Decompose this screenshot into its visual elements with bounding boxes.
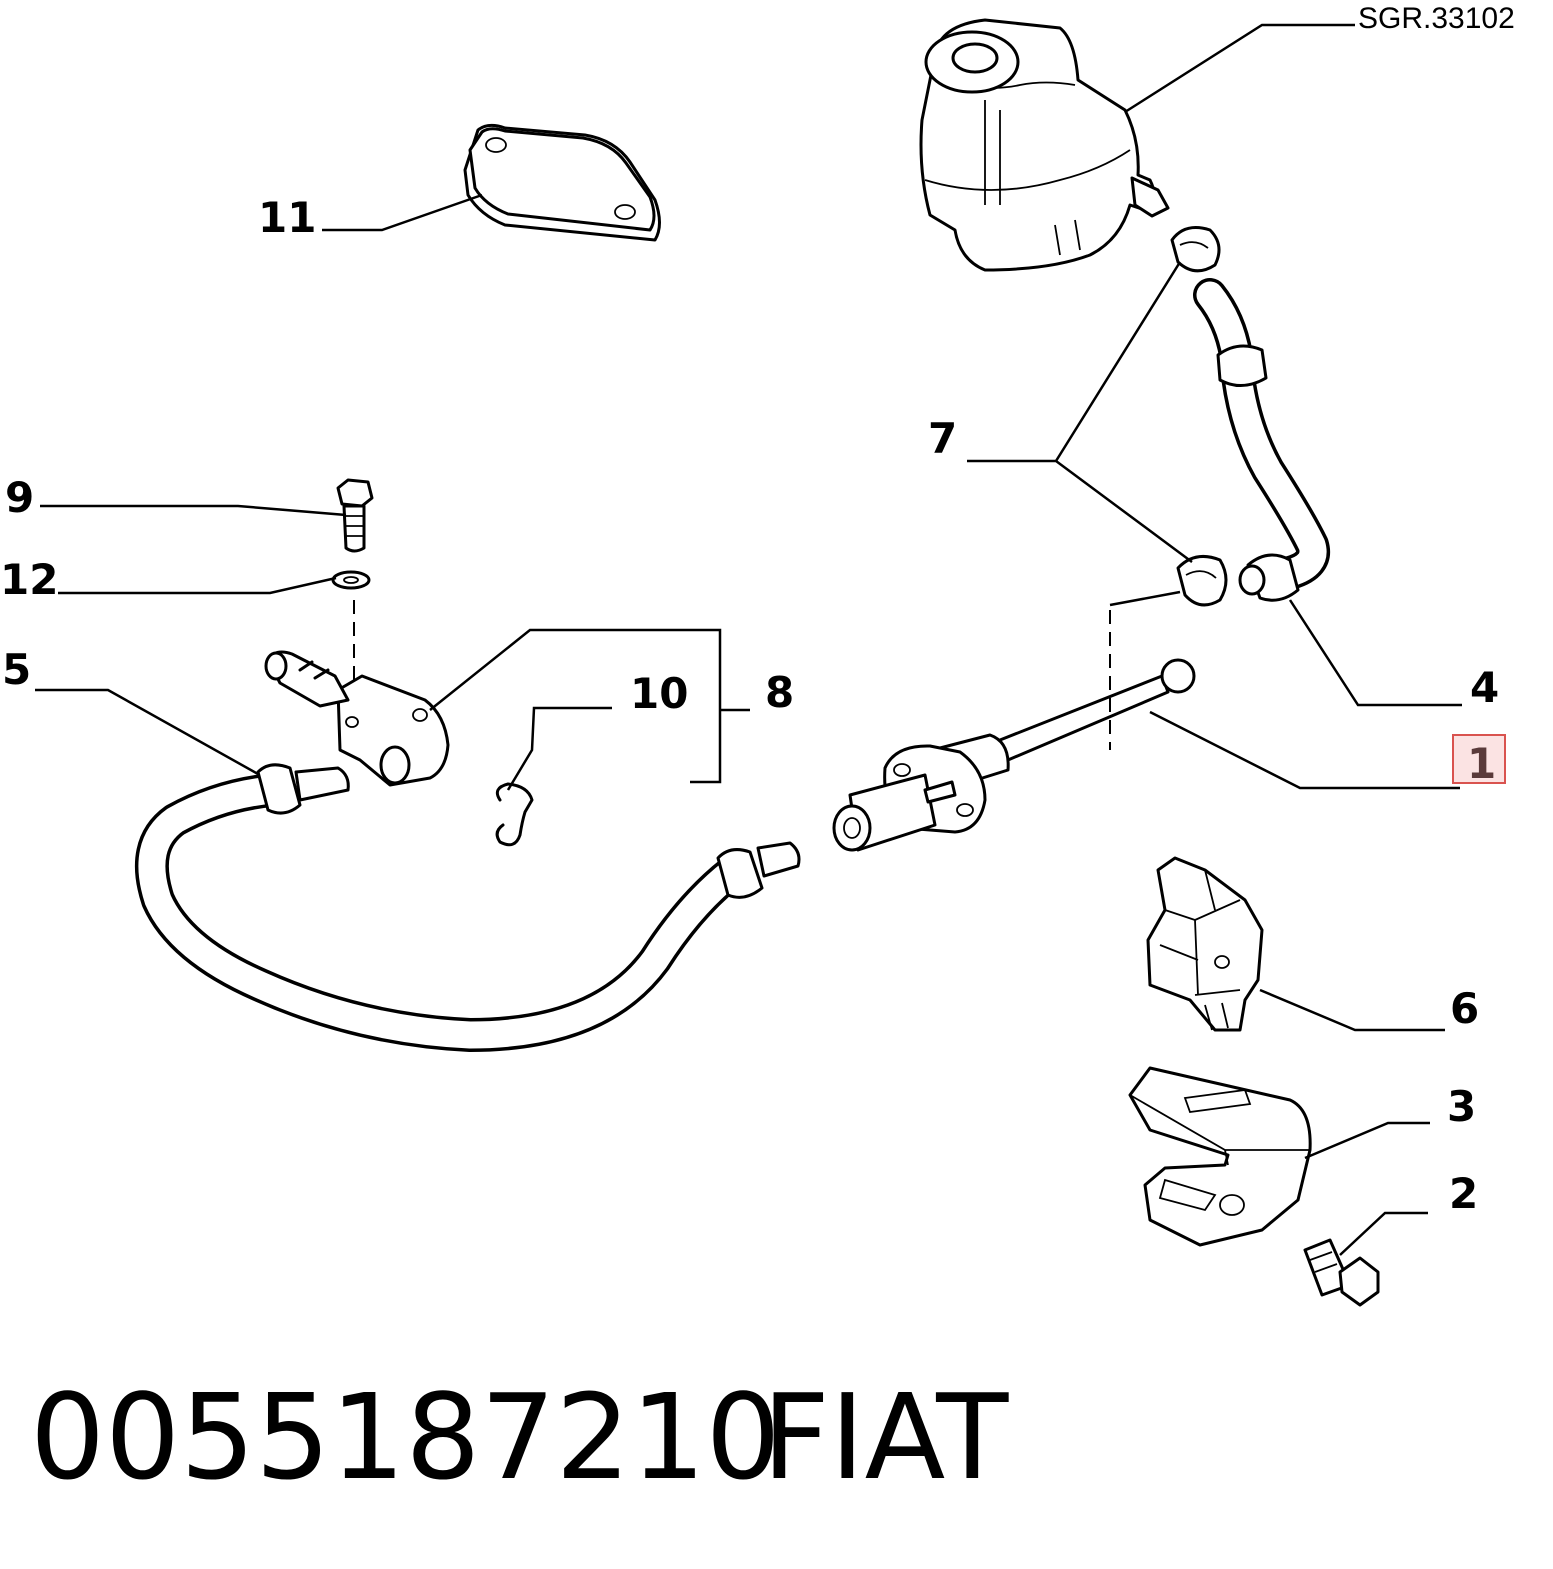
cover-plate [463,123,661,242]
leader-11 [322,193,483,232]
leader-9 [40,504,347,517]
callout-10: 10 [630,669,688,718]
callout-1: 1 [1467,739,1496,788]
hose-clamp-upper [1170,226,1221,273]
connecting-hose [134,763,801,1052]
slave-cylinder [264,650,450,787]
callout-2: 2 [1449,1169,1478,1218]
callout-6: 6 [1450,984,1479,1033]
leader-7 [967,261,1193,564]
hose-clamp-lower [1176,554,1228,607]
callout-3: 3 [1447,1082,1476,1131]
callout-7: 7 [928,414,957,463]
leader-12 [58,576,337,595]
pedal-support [1128,1066,1312,1247]
callout-12: 12 [0,555,58,604]
fluid-reservoir [919,18,1170,272]
mounting-bracket [1146,856,1264,1032]
leader-6 [1259,988,1445,1032]
leader-5 [35,688,259,776]
washer-12 [331,570,371,590]
reservoir-hose [1193,278,1330,595]
retaining-clip [495,782,534,847]
leader-8 [429,628,750,784]
callout-11: 11 [258,193,316,242]
bolt-2 [1303,1238,1380,1307]
leader-4 [1288,599,1462,707]
callout-4: 4 [1470,663,1499,712]
leader-2 [1339,1211,1428,1256]
leader-10 [506,706,612,791]
master-cylinder [832,658,1196,852]
reference-code: SGR.33102 [1358,2,1515,35]
callout-1-highlight [1452,734,1506,784]
callout-9: 9 [5,473,34,522]
leader-reference [1124,23,1355,114]
callout-5: 5 [2,645,31,694]
brand-name: FIAT [762,1368,1009,1506]
bolt-9 [336,478,374,553]
leader-3 [1304,1121,1430,1160]
hose-end-fitting [1238,553,1300,602]
callout-8: 8 [765,668,794,717]
part-number: 0055187210 [30,1368,781,1506]
leader-1 [1149,710,1460,790]
